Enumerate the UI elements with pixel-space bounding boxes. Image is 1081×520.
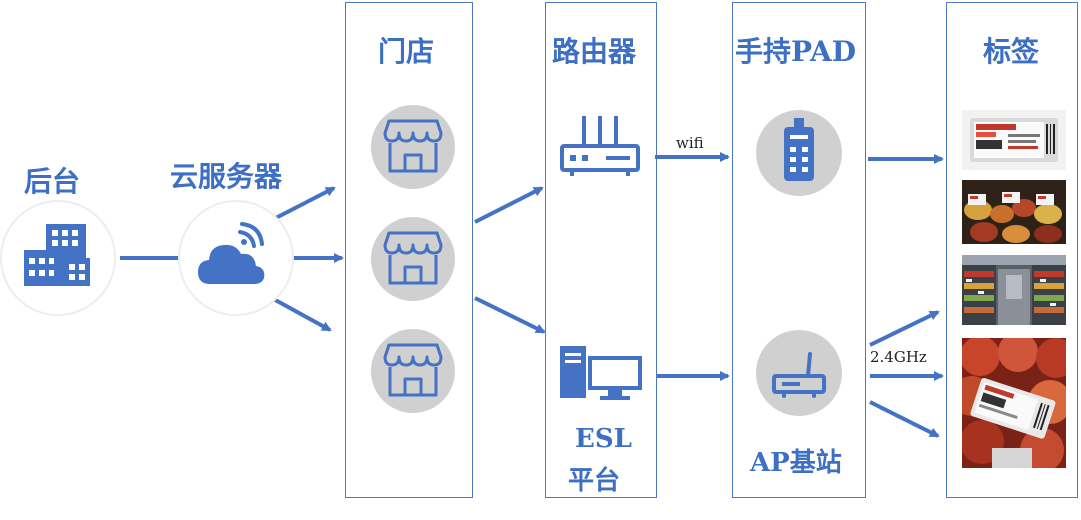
store-circle-1	[371, 105, 455, 189]
router-title: 路由器	[552, 35, 637, 68]
arrow-cloud-store3	[267, 294, 332, 332]
storefront-icon	[383, 119, 443, 173]
router-column	[545, 2, 657, 498]
arrow-ap-tag2	[869, 310, 940, 347]
wifi-label: wifi	[676, 134, 704, 152]
freq-label: 2.4GHz	[870, 348, 927, 366]
esl-label-line2: 平台	[568, 466, 621, 496]
router-icon	[560, 116, 640, 176]
store-circle-2	[371, 217, 455, 301]
storefront-icon	[383, 343, 443, 397]
tags-title: 标签	[983, 35, 1040, 68]
esl-label-line1: ESL	[575, 424, 632, 454]
cloud-server-title: 云服务器	[170, 160, 283, 193]
computer-icon	[560, 346, 642, 400]
ap-circle	[756, 330, 842, 416]
ap-base-station-icon	[772, 352, 826, 398]
ap-station-label: AP基站	[750, 448, 842, 478]
tag-photo-1	[962, 110, 1066, 170]
arrow-store-esl	[474, 296, 546, 334]
pad-title: 手持PAD	[735, 35, 857, 68]
tag-photo-2	[962, 180, 1066, 244]
arrow-ap-tag4	[869, 400, 940, 438]
tag-photo-4	[962, 338, 1066, 468]
tag-photo-3	[962, 255, 1066, 325]
store-title: 门店	[378, 35, 435, 68]
arrow-store-router	[474, 186, 544, 224]
handheld-pad-icon	[784, 118, 814, 181]
backend-title: 后台	[24, 165, 81, 198]
store-circle-3	[371, 329, 455, 413]
storefront-icon	[383, 231, 443, 285]
buildings-icon	[24, 224, 90, 286]
cloud-wifi-icon	[198, 222, 265, 284]
pad-column	[732, 2, 866, 498]
arrow-cloud-store1	[267, 186, 336, 224]
